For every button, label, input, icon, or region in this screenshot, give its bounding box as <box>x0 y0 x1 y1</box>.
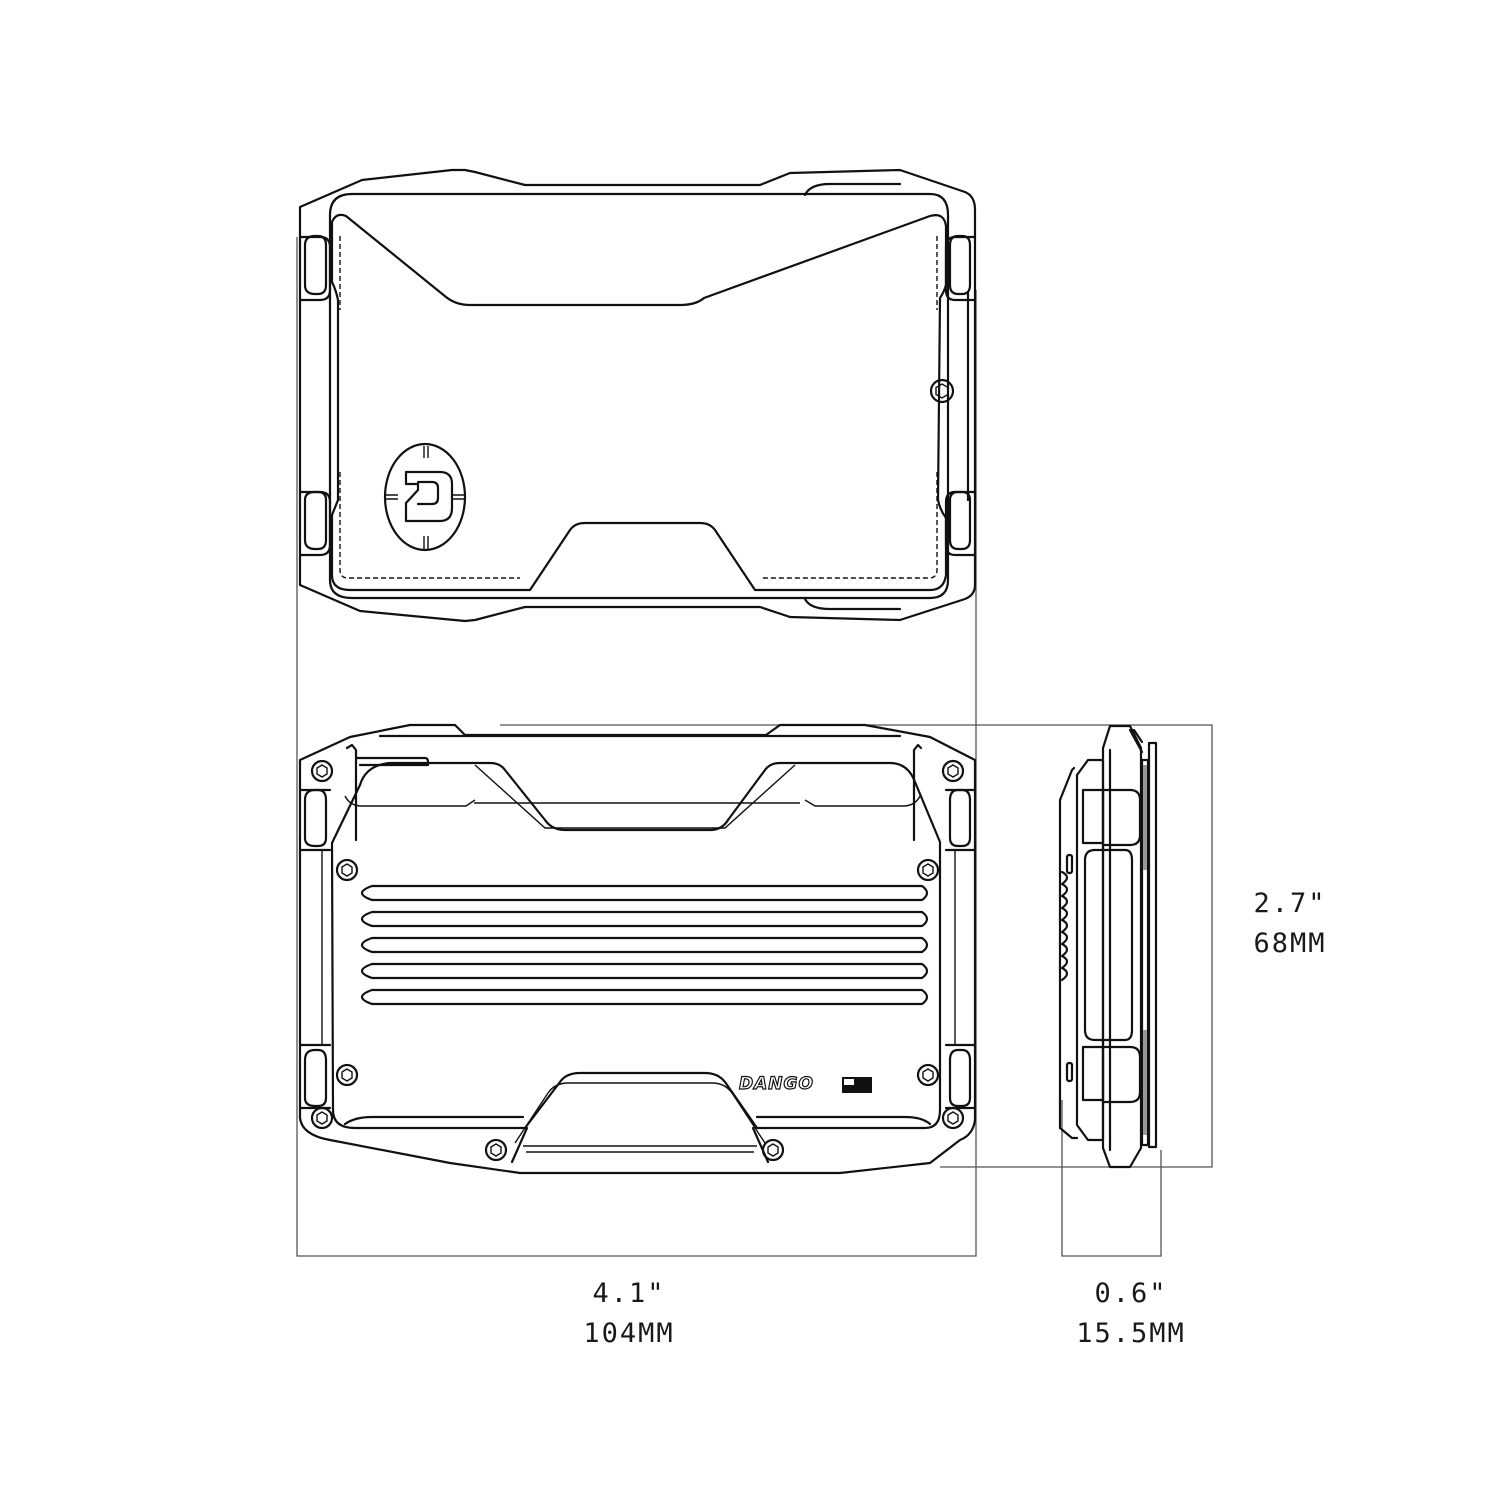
grip-ribs <box>360 884 929 1006</box>
width-inches: 4.1" <box>592 1278 666 1309</box>
height-inches: 2.7" <box>1253 888 1327 919</box>
side-profile-view <box>1058 724 1158 1169</box>
screw-icons <box>310 759 965 1162</box>
depth-mm: 15.5MM <box>1076 1318 1186 1349</box>
front-view-card-side <box>298 168 977 623</box>
depth-dimension-label: 0.6" 15.5MM <box>1031 1274 1231 1354</box>
back-view-plate-side <box>298 723 977 1175</box>
dango-wordmark: DANGO <box>738 1073 814 1094</box>
depth-inches: 0.6" <box>1094 1278 1168 1309</box>
height-mm: 68MM <box>1253 928 1327 959</box>
dimension-lines <box>296 237 1213 1257</box>
d-logo-icon <box>383 442 467 552</box>
width-mm: 104MM <box>583 1318 675 1349</box>
height-dimension-label: 2.7" 68MM <box>1190 884 1390 964</box>
width-dimension-label: 4.1" 104MM <box>529 1274 729 1354</box>
